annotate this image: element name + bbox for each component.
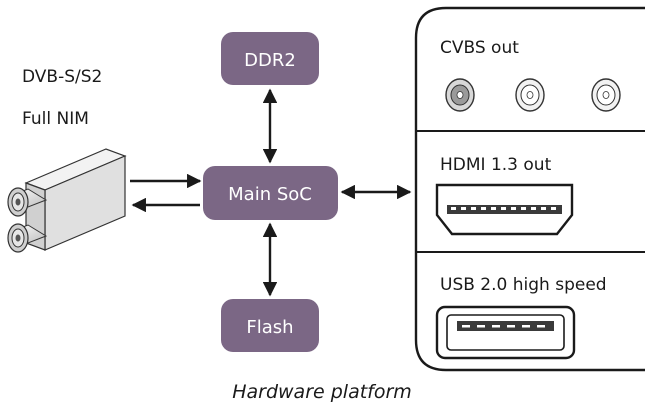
- flash-block: Flash: [221, 299, 319, 352]
- ddr2-label: DDR2: [244, 50, 296, 71]
- tuner-label-line2: Full NIM: [22, 109, 89, 129]
- diagram-caption: Hardware platform: [232, 381, 412, 403]
- ddr2-block: DDR2: [221, 32, 319, 85]
- cvbs-connector-icon: [515, 78, 545, 112]
- satellite-tuner-icon: [7, 148, 127, 253]
- hdmi-title: HDMI 1.3 out: [440, 155, 552, 175]
- main-soc-block: Main SoC: [203, 166, 338, 220]
- cvbs-title: CVBS out: [440, 38, 519, 58]
- hdmi-port-icon: [435, 183, 574, 236]
- tuner-label-line1: DVB-S/S2: [22, 67, 102, 87]
- main-soc-label: Main SoC: [228, 184, 312, 205]
- cvbs-connector-icon: [445, 78, 475, 112]
- cvbs-connector-icon: [591, 78, 621, 112]
- usb-port-icon: [435, 305, 576, 360]
- usb-title: USB 2.0 high speed: [440, 275, 607, 295]
- flash-label: Flash: [246, 317, 293, 338]
